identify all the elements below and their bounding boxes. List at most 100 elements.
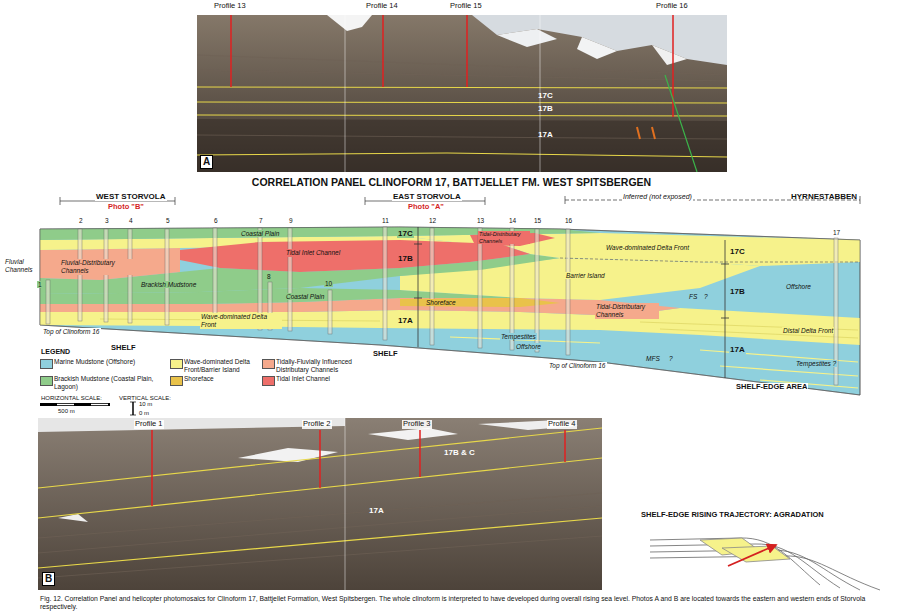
unit-label: 17B [397, 254, 414, 263]
profile-columns [128, 229, 132, 323]
profile-lines [466, 15, 468, 87]
facies-label: Top of Clinoform 16 [42, 328, 101, 335]
photo-rock [197, 119, 727, 172]
profile-columns [566, 229, 570, 355]
mosaic-seams [345, 15, 346, 172]
trajectory-inset [650, 544, 840, 588]
profile-lines [151, 430, 153, 506]
facies-label: Wave-dominated Delta Front [200, 313, 282, 329]
correlation-panel [40, 227, 860, 395]
profile-columns [478, 228, 482, 348]
unit-boundaries [197, 102, 727, 103]
legend-text: Tidally-Fluvially Influenced Distributar… [276, 358, 380, 374]
facies-label: Tempestites ? [795, 360, 837, 367]
note: Inferred (not exposed) [622, 193, 693, 201]
profile-label: Profile 16 [655, 2, 689, 11]
photo-rock [197, 55, 727, 139]
profile-columns [383, 227, 387, 340]
facies-label: Shoreface [425, 299, 457, 306]
photo-rock [368, 428, 458, 440]
unit-label: 17A [537, 130, 554, 139]
scale-bars [40, 403, 110, 406]
photo-panel: Profile 1Profile 2Profile 3Profile 417B … [38, 418, 602, 590]
profile-columns [46, 227, 838, 385]
photo-reference: Photo "A" [407, 203, 445, 212]
facies-label: Tidal Inlet Channel [285, 249, 347, 257]
profile-number: 8 [266, 273, 272, 280]
unit-bars [414, 298, 422, 299]
scale-label: 10 m [138, 401, 153, 408]
facies-label: Tempestites [500, 333, 537, 340]
profile-lines [419, 430, 421, 477]
photo-rock [197, 15, 727, 172]
location-heading: EAST STORVOLA [392, 192, 462, 201]
profile-number: 1 [37, 281, 43, 288]
photo-rock [197, 15, 727, 172]
legend-swatch [40, 376, 53, 386]
unit-boundaries [38, 428, 602, 568]
unit-label: 17C [537, 91, 554, 100]
unit-label: 17B [537, 104, 554, 113]
location-heading: WEST STORVOLA [95, 192, 167, 201]
photomosaic [197, 15, 727, 172]
legend-swatch [40, 359, 53, 369]
profile-label: Profile 2 [302, 420, 332, 429]
profile-lines [564, 430, 566, 462]
unit-bars [721, 264, 729, 265]
profile-number: 7 [258, 217, 264, 224]
facies-label: Coastal Plain [285, 293, 325, 300]
profile-number: 3 [104, 217, 110, 224]
profile-columns [430, 228, 434, 345]
correlation-panel [40, 227, 860, 395]
scale-bars [132, 402, 134, 415]
profile-number: 5 [165, 217, 171, 224]
unit-bars [725, 240, 726, 378]
profile-number: 9 [288, 217, 294, 224]
unit-label: 17C [729, 247, 746, 256]
location-heading: HYRNESTABBEN [790, 192, 858, 201]
profile-number: 4 [128, 217, 134, 224]
profile-number: 6 [213, 217, 219, 224]
trajectory-inset [728, 545, 776, 566]
scale-bars [40, 402, 136, 415]
profile-label: Profile 3 [402, 420, 432, 429]
unit-boundaries [197, 115, 727, 116]
profile-number: 17 [832, 229, 841, 236]
profile-columns [510, 228, 514, 350]
area-label: SHELF-EDGE AREA [735, 383, 808, 392]
photo-rock [38, 493, 602, 538]
mosaic-seams [345, 418, 346, 590]
mosaic-seams [345, 418, 346, 590]
unit-label: 17A [397, 316, 414, 325]
location-brackets [485, 197, 486, 205]
unit-boundaries [197, 87, 727, 157]
legend-text: Tidal Inlet Channel [276, 375, 380, 383]
profile-columns [288, 228, 292, 331]
legend-text: Wave-dominated Delta Front/Barrier Islan… [184, 358, 266, 374]
profile-number: 2 [78, 217, 84, 224]
profile-number: 16 [564, 217, 573, 224]
facies-label: Wave-dominated Delta Front [605, 244, 690, 251]
scale-bars [57, 404, 74, 405]
unit-bars [721, 318, 729, 319]
scale-bars [130, 415, 136, 416]
photo-rock [472, 15, 727, 65]
facies-label: Fluvial Channels [4, 258, 40, 274]
profile-columns [104, 229, 108, 322]
panel-letter: B [42, 572, 55, 586]
photo-rock [497, 29, 557, 47]
correlation-panel [40, 248, 180, 280]
facies-label: Barrier Island [565, 272, 606, 279]
profile-lines [382, 15, 384, 87]
scale-label: 500 m [57, 408, 76, 415]
profile-number: 13 [476, 217, 485, 224]
profile-label: Profile 14 [365, 2, 399, 11]
figure-title: CORRELATION PANEL CLINOFORM 17, BATTJELL… [0, 176, 903, 188]
profile-label: Profile 1 [134, 420, 164, 429]
profile-columns [165, 229, 169, 325]
facies-label: MFS [645, 355, 661, 362]
profile-number: 15 [533, 217, 542, 224]
fault-marks [637, 75, 697, 172]
location-brackets [175, 197, 176, 205]
unit-label: 17A [729, 345, 746, 354]
